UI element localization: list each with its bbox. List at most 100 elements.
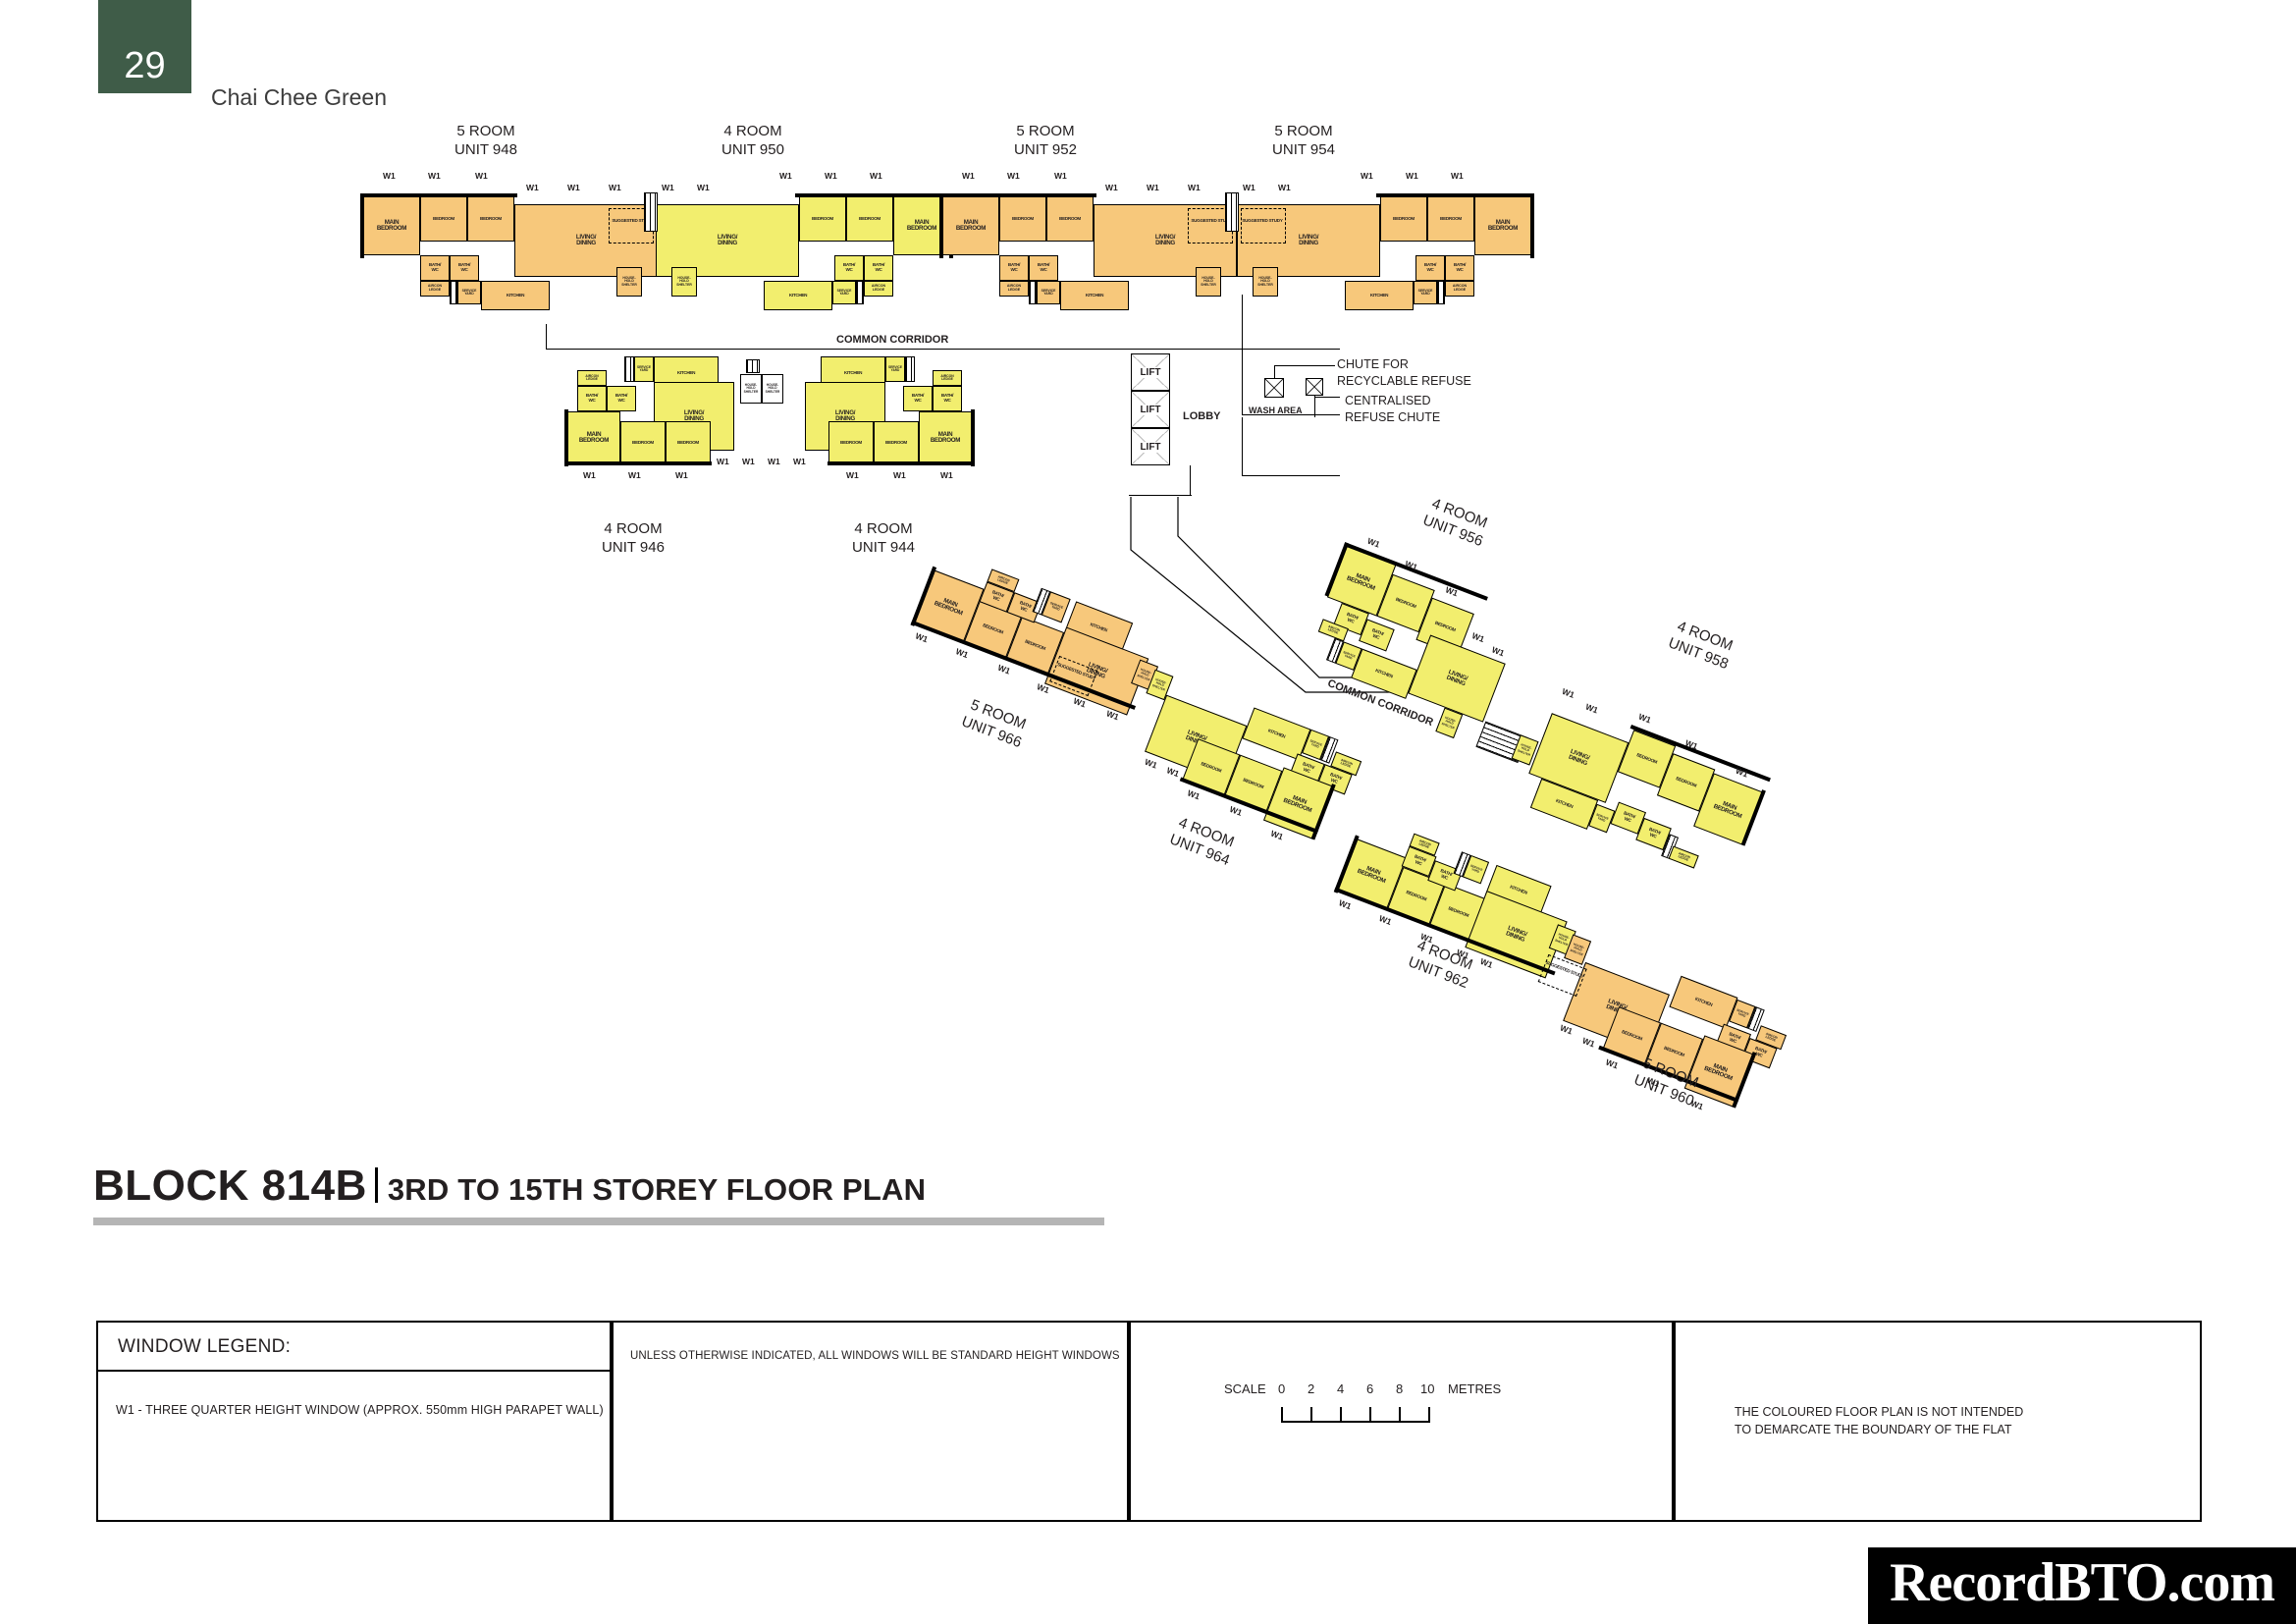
external-wall (564, 461, 712, 465)
party-wall-grille-948-950 (644, 192, 658, 232)
scale-tick-0: 0 (1278, 1381, 1286, 1396)
scale-label: SCALE (1224, 1381, 1266, 1396)
legend-cell-scale: SCALE 0 2 4 6 8 10 METRES (1129, 1321, 1674, 1522)
unit-952-type: 5 ROOM (1016, 123, 1075, 139)
window-tag-w1: W1 (1558, 1022, 1575, 1037)
lobby-label: LOBBY (1183, 410, 1221, 422)
room-aircon-ledge: AIRCON LEDGE (420, 281, 450, 297)
service-yard-grille (450, 281, 457, 304)
room-bedroom: BEDROOM (999, 196, 1046, 242)
window-tag-w1: W1 (742, 457, 755, 466)
scale-tick-6: 6 (1366, 1381, 1374, 1396)
chute-recyclable-box (1264, 378, 1284, 398)
unit-954: MAIN BEDROOM BEDROOM BEDROOM LIVING/ DIN… (1237, 171, 1534, 324)
window-tag-w1: W1 (1054, 171, 1067, 181)
legend-table: WINDOW LEGEND: W1 - THREE QUARTER HEIGHT… (96, 1321, 2202, 1522)
window-tag-w1: W1 (1406, 171, 1418, 181)
room-household-shelter: HOUSE- HOLD SHELTER (1196, 267, 1221, 297)
room-bedroom: BEDROOM (620, 421, 666, 464)
scale-tick-4: 4 (1337, 1381, 1345, 1396)
colour-disclaimer: THE COLOURED FLOOR PLAN IS NOT INTENDED … (1735, 1405, 2024, 1437)
unit-946: KITCHEN SERVICE YARD AIRCON LEDGE BATH/ … (564, 356, 764, 499)
chute-centralised-label: CENTRALISED REFUSE CHUTE (1345, 394, 1441, 424)
window-tag-w1: W1 (1734, 765, 1750, 780)
unit-caption-954: 5 ROOM UNIT 954 (1240, 123, 1367, 160)
external-wall (971, 409, 975, 466)
scale-tick-8: 8 (1396, 1381, 1404, 1396)
unit-946-number: UNIT 946 (602, 538, 665, 556)
room-main-bedroom: MAIN BEDROOM (942, 196, 999, 255)
room-aircon-ledge: AIRCON LEDGE (1668, 845, 1699, 869)
window-tag-w1: W1 (1451, 171, 1464, 181)
window-tag-w1: W1 (717, 457, 729, 466)
external-wall (939, 193, 943, 258)
window-tag-w1: W1 (628, 470, 641, 480)
lift-3: LIFT (1131, 428, 1170, 465)
watermark-recordbto: RecordBTO.com (1868, 1547, 2296, 1624)
external-wall (1530, 193, 1534, 258)
window-tag-w1: W1 (1243, 183, 1255, 192)
unit-944-number: UNIT 944 (852, 538, 915, 556)
window-tag-w1: W1 (893, 470, 906, 480)
window-tag-w1: W1 (1007, 171, 1020, 181)
party-wall-grille-952-954 (1225, 192, 1239, 232)
room-bath-wc: BATH/ WC (450, 255, 479, 281)
window-tag-w1: W1 (1490, 644, 1506, 659)
standard-window-note: UNLESS OTHERWISE INDICATED, ALL WINDOWS … (630, 1350, 1120, 1362)
window-tag-w1: W1 (526, 183, 539, 192)
room-kitchen: KITCHEN (764, 281, 832, 310)
mid-party-grille (746, 359, 760, 373)
window-tag-w1: W1 (1337, 897, 1353, 912)
room-household-shelter: HOUSE- HOLD SHELTER (762, 374, 783, 404)
window-tag-w1: W1 (779, 171, 792, 181)
title-divider (374, 1167, 378, 1203)
room-aircon-ledge: AIRCON LEDGE (933, 370, 962, 386)
room-living-dining: LIVING/ DINING (656, 204, 799, 277)
unit-caption-946: 4 ROOM UNIT 946 (569, 520, 697, 558)
legend-cell-window-header: WINDOW LEGEND: (96, 1321, 612, 1372)
room-bedroom: BEDROOM (1046, 196, 1094, 242)
legend-cell-disclaimer: THE COLOURED FLOOR PLAN IS NOT INTENDED … (1674, 1321, 2202, 1522)
window-tag-w1: W1 (870, 171, 882, 181)
external-wall (564, 409, 568, 466)
window-tag-w1: W1 (1228, 803, 1244, 818)
room-living-dining: LIVING/ DINING (1237, 204, 1380, 277)
room-bedroom: BEDROOM (799, 196, 846, 242)
scale-unit: METRES (1448, 1381, 1502, 1396)
unit-caption-944: 4 ROOM UNIT 944 (820, 520, 947, 558)
unit-948: MAIN BEDROOM BEDROOM BEDROOM LIVING/ DIN… (360, 171, 658, 324)
window-tag-w1: W1 (954, 646, 970, 661)
unit-952-number: UNIT 952 (1014, 140, 1077, 158)
window-tag-w1: W1 (1188, 183, 1201, 192)
staircase-enclosure (1242, 417, 1340, 476)
room-aircon-ledge: AIRCON LEDGE (1445, 281, 1474, 297)
scale-tick-mark (1340, 1407, 1342, 1422)
unit-960: HOUSE- HOLD SHELTER LIVING/ DINING SUGGE… (1521, 934, 1867, 1184)
unit-948-type: 5 ROOM (456, 123, 515, 139)
room-kitchen: KITCHEN (1060, 281, 1129, 310)
scale-axis-line (1281, 1421, 1430, 1423)
scale-tick-mark (1281, 1407, 1283, 1422)
title-underline (93, 1218, 1104, 1225)
window-tag-w1: W1 (996, 662, 1012, 677)
service-yard-grille (856, 281, 864, 304)
unit-944: KITCHEN SERVICE YARD AIRCON LEDGE BATH/ … (768, 356, 975, 499)
room-bath-wc: BATH/ WC (864, 255, 893, 281)
lift-1: LIFT (1131, 353, 1170, 391)
room-main-bedroom: MAIN BEDROOM (1474, 196, 1531, 255)
window-tag-w1: W1 (1636, 711, 1653, 726)
corridor-spine-horizontal (1129, 495, 1192, 497)
room-service-yard: SERVICE YARD (1414, 281, 1437, 304)
unit-946-type: 4 ROOM (604, 520, 663, 537)
label-suggested-study: SUGGESTED STUDY (1242, 218, 1283, 223)
window-tag-w1: W1 (1186, 787, 1201, 802)
unit-952: MAIN BEDROOM BEDROOM BEDROOM LIVING/ DIN… (939, 171, 1237, 324)
unit-950-type: 4 ROOM (723, 123, 782, 139)
room-kitchen: KITCHEN (1345, 281, 1414, 310)
unit-954-type: 5 ROOM (1274, 123, 1333, 139)
external-wall (828, 461, 975, 465)
room-service-yard: SERVICE YARD (1037, 281, 1060, 304)
window-tag-w1: W1 (662, 183, 674, 192)
window-tag-w1: W1 (1105, 183, 1118, 192)
